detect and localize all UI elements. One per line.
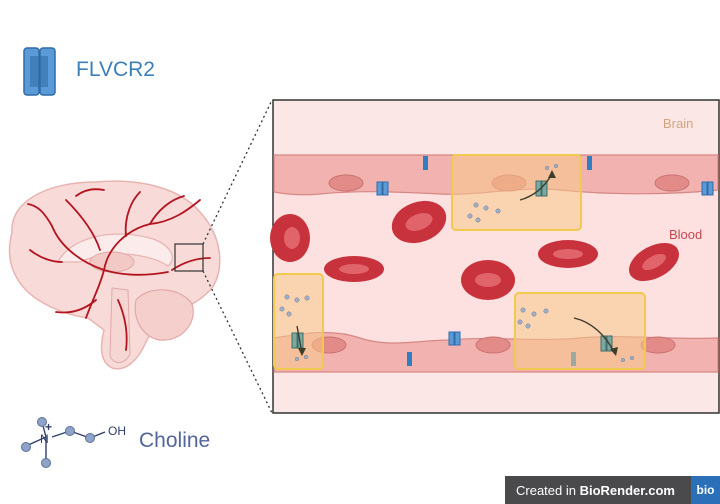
zoom-region-box (174, 243, 204, 272)
hydroxyl-label: OH (108, 424, 126, 438)
brain-illustration (8, 180, 221, 370)
biorender-credit-badge[interactable]: Created in BioRender.com bio (505, 476, 720, 504)
choline-molecule-icon (21, 417, 106, 468)
credit-text: Created in BioRender.com (516, 483, 675, 498)
flvcr2-transporter-icon (23, 47, 56, 96)
brain-region-label: Brain (663, 116, 694, 131)
choline-label: Choline (139, 429, 211, 452)
zoom-panel (270, 99, 720, 414)
charge-label: + (45, 420, 53, 434)
nitrogen-label: N (40, 432, 49, 446)
blood-region-label: Blood (669, 227, 703, 242)
red-blood-cells (270, 200, 679, 300)
biorender-logo-icon: bio (691, 476, 720, 504)
credit-brand: BioRender.com (579, 483, 675, 498)
flvcr2-label: FLVCR2 (76, 58, 155, 81)
